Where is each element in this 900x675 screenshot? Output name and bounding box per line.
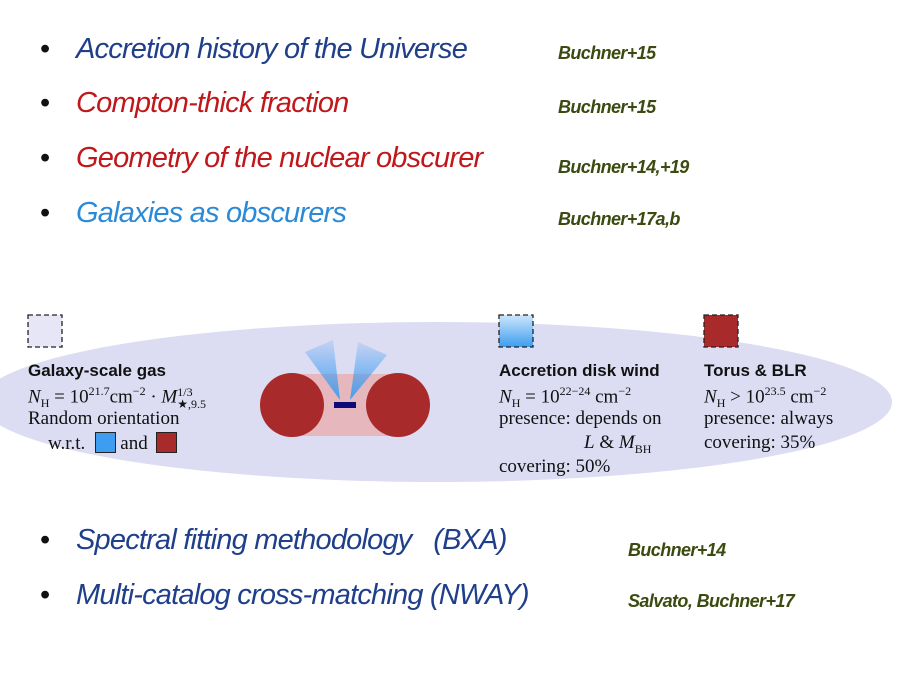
bullet-compton-thick: • Compton-thick fraction [40, 87, 349, 120]
bullet-dot: • [40, 33, 50, 65]
bullet-text: Multi-catalog cross-matching (NWAY) [76, 579, 530, 611]
bullet-cross-matching: • Multi-catalog cross-matching (NWAY) [40, 579, 530, 612]
galaxy-gas-relation: w.r.t.and [48, 432, 181, 455]
bullet-dot: • [40, 579, 50, 611]
wind-swatch [498, 314, 534, 348]
torus-presence: presence: always [704, 408, 834, 429]
bullet-text: Galaxies as obscurers [76, 197, 347, 229]
reference-label: Salvato, Buchner+17 [628, 591, 795, 611]
galaxy-ellipse [0, 322, 892, 482]
reference-label: Buchner+15 [558, 97, 656, 117]
torus-title: Torus & BLR [704, 361, 807, 380]
reference-label: Buchner+14 [628, 540, 726, 560]
torus-covering: covering: 35% [704, 432, 816, 453]
bullet-text: Spectral fitting methodology (BXA) [76, 524, 507, 556]
bullet-text: Geometry of the nuclear obscurer [76, 142, 483, 174]
reference-label: Buchner+15 [558, 43, 656, 63]
torus-swatch [703, 314, 739, 348]
bullet-accretion-history: • Accretion history of the Universe [40, 33, 468, 66]
torus-right-lobe [366, 373, 430, 437]
wind-dependence: L & MBH [584, 432, 652, 456]
wind-title: Accretion disk wind [499, 361, 660, 380]
accretion-disk [334, 402, 356, 408]
wind-mini-swatch [95, 432, 117, 453]
torus-column-density: NH > 1023.5 cm−2 [704, 384, 827, 411]
galaxy-gas-orientation: Random orientation [28, 408, 180, 429]
bullet-spectral-fitting: • Spectral fitting methodology (BXA) [40, 524, 507, 557]
wind-covering: covering: 50% [499, 456, 611, 477]
wind-presence: presence: depends on [499, 408, 662, 429]
bullet-galaxies-obscurers: • Galaxies as obscurers [40, 197, 347, 230]
wind-column-density: NH = 1022−24 cm−2 [499, 384, 632, 411]
galaxy-gas-swatch [27, 314, 63, 348]
diagram-graphics [0, 314, 892, 482]
bullet-dot: • [40, 87, 50, 119]
bullet-obscurer-geometry: • Geometry of the nuclear obscurer [40, 142, 483, 175]
bullet-text: Compton-thick fraction [76, 87, 349, 119]
wind-cone-left [305, 340, 340, 400]
reference-label: Buchner+17a,b [558, 209, 680, 229]
bullet-dot: • [40, 142, 50, 174]
bullet-text: Accretion history of the Universe [76, 33, 468, 65]
wind-cone-right [350, 342, 387, 400]
bullet-dot: • [40, 524, 50, 556]
bullet-dot: • [40, 197, 50, 229]
torus-mini-swatch [155, 432, 177, 453]
torus-left-lobe [260, 373, 324, 437]
galaxy-gas-title: Galaxy-scale gas [28, 361, 166, 380]
reference-label: Buchner+14,+19 [558, 157, 689, 177]
